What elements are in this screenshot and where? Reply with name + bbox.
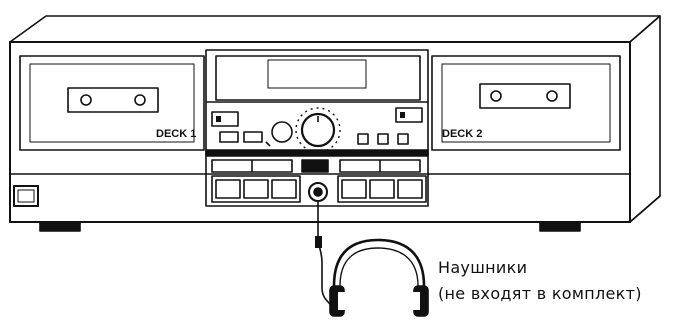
deck1-reel-right [134,94,146,106]
center-divider [205,149,429,157]
dubbing-button[interactable] [357,133,369,145]
deck2-cassette-window [479,83,571,109]
deck1-transport-group [211,175,301,203]
foot-left [39,221,81,232]
deck2-rew-button[interactable] [341,179,367,199]
headphones-note: (не входят в комплект) [438,284,642,303]
headphones-caption: Наушники [438,258,528,277]
headphones-icon [329,238,429,317]
dolby-nr-switch[interactable] [395,107,423,123]
deck2-reel-right [546,90,558,102]
deck2-reel-left [490,90,502,102]
deck-side-panel [629,15,661,223]
display-window [215,55,421,101]
deck2-stop-button[interactable] [369,179,395,199]
deck1-play-button[interactable] [271,179,297,199]
power-button[interactable] [13,185,39,207]
deck1-door [19,55,205,151]
deck2-play-button[interactable] [397,179,423,199]
deck1-label: DECK 1 [156,128,197,140]
deck2-label: DECK 2 [442,128,483,140]
mode-switch[interactable] [243,131,263,143]
dolby-switch[interactable] [211,111,239,127]
volume-knob[interactable] [300,112,336,148]
deck2-transport-group [337,175,427,203]
record-button[interactable] [377,133,389,145]
center-selector[interactable] [301,159,329,173]
deck-top-surface [9,15,661,43]
deck1-cassette-window [67,87,159,113]
deck-front-panel [9,41,631,223]
deck1-rew-button[interactable] [215,179,241,199]
balance-knob[interactable] [271,121,293,143]
deck1-reel-left [80,94,92,106]
reset-button[interactable] [397,133,409,145]
speed-switch[interactable] [219,131,239,143]
deck1-stop-button[interactable] [243,179,269,199]
foot-right [539,221,581,232]
deck2-door [431,55,621,151]
center-panel [205,49,429,207]
